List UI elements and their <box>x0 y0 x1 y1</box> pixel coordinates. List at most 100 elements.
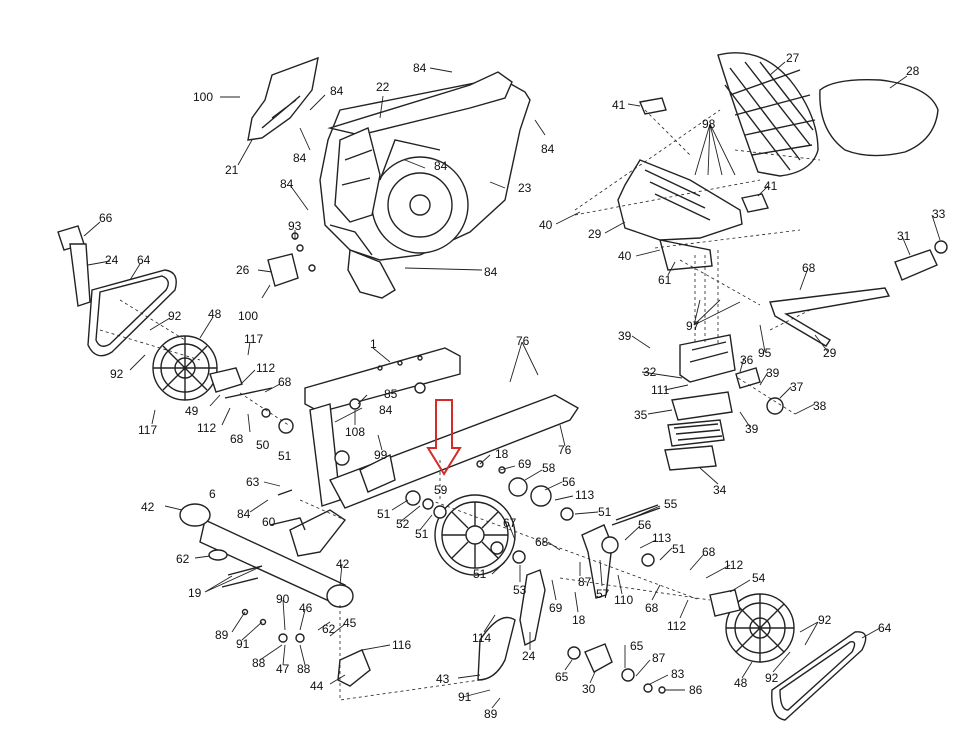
label-39: 39 <box>745 422 759 436</box>
label-88: 88 <box>297 662 311 676</box>
label-84: 84 <box>293 151 307 165</box>
bracket-26 <box>267 253 299 287</box>
label-62: 62 <box>176 552 190 566</box>
flywheel-59 <box>434 494 516 576</box>
frame-front-bracket <box>289 509 347 557</box>
label-51: 51 <box>377 507 391 521</box>
handlebar-29 <box>769 287 891 347</box>
label-26: 26 <box>236 263 250 277</box>
seat-assembly <box>617 52 939 271</box>
label-92: 92 <box>110 367 124 381</box>
label-24: 24 <box>522 649 536 663</box>
grip-31 <box>894 249 938 281</box>
label-68: 68 <box>278 375 292 389</box>
label-37: 37 <box>790 380 804 394</box>
label-68: 68 <box>802 261 816 275</box>
label-111: 111 <box>651 383 670 397</box>
label-39: 39 <box>618 329 632 343</box>
label-83: 83 <box>671 667 685 681</box>
label-35: 35 <box>634 408 648 422</box>
pulley-58 <box>508 477 528 497</box>
label-68: 68 <box>535 535 549 549</box>
label-24: 24 <box>105 253 119 267</box>
drive-belt-64 <box>87 269 177 357</box>
end-cap-33 <box>934 240 948 254</box>
label-65: 65 <box>630 639 644 653</box>
label-84: 84 <box>330 84 344 98</box>
label-29: 29 <box>823 346 837 360</box>
spacer-56 <box>530 485 552 507</box>
label-92: 92 <box>765 671 779 685</box>
label-58: 58 <box>542 461 556 475</box>
pad-41b <box>741 193 769 213</box>
seat-back-27 <box>717 52 819 177</box>
label-31: 31 <box>897 229 911 243</box>
bearing-51-left <box>278 418 294 434</box>
label-42: 42 <box>141 500 155 514</box>
label-113: 113 <box>575 488 594 502</box>
label-64: 64 <box>137 253 151 267</box>
end-cap-42-right <box>326 584 354 608</box>
label-1: 1 <box>370 337 377 351</box>
guard-114 <box>477 616 516 681</box>
label-45: 45 <box>343 616 357 630</box>
label-100: 100 <box>238 309 258 323</box>
label-66: 66 <box>99 211 113 225</box>
label-84: 84 <box>434 159 448 173</box>
label-46: 46 <box>299 601 313 615</box>
label-19: 19 <box>188 586 202 600</box>
label-84: 84 <box>484 265 498 279</box>
label-50: 50 <box>256 438 270 452</box>
label-18: 18 <box>495 447 509 461</box>
label-69: 69 <box>549 601 563 615</box>
spring-55 <box>611 504 661 526</box>
label-84: 84 <box>379 403 393 417</box>
crank-30 <box>584 643 613 673</box>
label-84: 84 <box>237 507 251 521</box>
label-18: 18 <box>572 613 586 627</box>
label-60: 60 <box>262 515 276 529</box>
crank-arm-24-right <box>519 569 546 647</box>
axle-hardware <box>405 460 574 564</box>
label-57: 57 <box>596 587 610 601</box>
label-51: 51 <box>278 449 292 463</box>
shroud-panel-21 <box>247 56 319 141</box>
label-93: 93 <box>288 219 302 233</box>
label-84: 84 <box>280 177 294 191</box>
label-41: 41 <box>612 98 626 112</box>
main-frame-1 <box>289 347 580 557</box>
label-86: 86 <box>689 683 703 697</box>
label-42: 42 <box>336 557 350 571</box>
label-99: 99 <box>374 448 388 462</box>
carriage-32 <box>679 334 736 383</box>
label-53: 53 <box>513 583 527 597</box>
label-48: 48 <box>208 307 222 321</box>
part-labels: 100 21 84 84 22 84 84 84 23 84 93 26 84 … <box>99 51 946 721</box>
label-39: 39 <box>766 366 780 380</box>
shroud-foot <box>347 249 396 299</box>
label-27: 27 <box>786 51 800 65</box>
label-43: 43 <box>436 672 450 686</box>
seat-rail-61 <box>659 239 713 271</box>
label-67: 67 <box>503 516 517 530</box>
drive-belt-64-right <box>771 631 867 721</box>
label-90: 90 <box>276 592 290 606</box>
shroud-flywheel-cover <box>371 156 469 254</box>
label-68: 68 <box>230 432 244 446</box>
wire-60 <box>269 489 306 531</box>
label-95: 95 <box>758 346 772 360</box>
label-6: 6 <box>209 487 216 501</box>
label-87: 87 <box>578 575 592 589</box>
label-30: 30 <box>582 682 596 696</box>
end-cap-42-left <box>179 503 211 527</box>
label-51: 51 <box>415 527 429 541</box>
label-41: 41 <box>764 179 778 193</box>
label-56: 56 <box>638 518 652 532</box>
label-91: 91 <box>236 637 250 651</box>
label-54: 54 <box>752 571 766 585</box>
label-112: 112 <box>197 421 216 435</box>
pad-41a <box>639 97 667 115</box>
label-21: 21 <box>225 163 239 177</box>
label-84: 84 <box>541 142 555 156</box>
